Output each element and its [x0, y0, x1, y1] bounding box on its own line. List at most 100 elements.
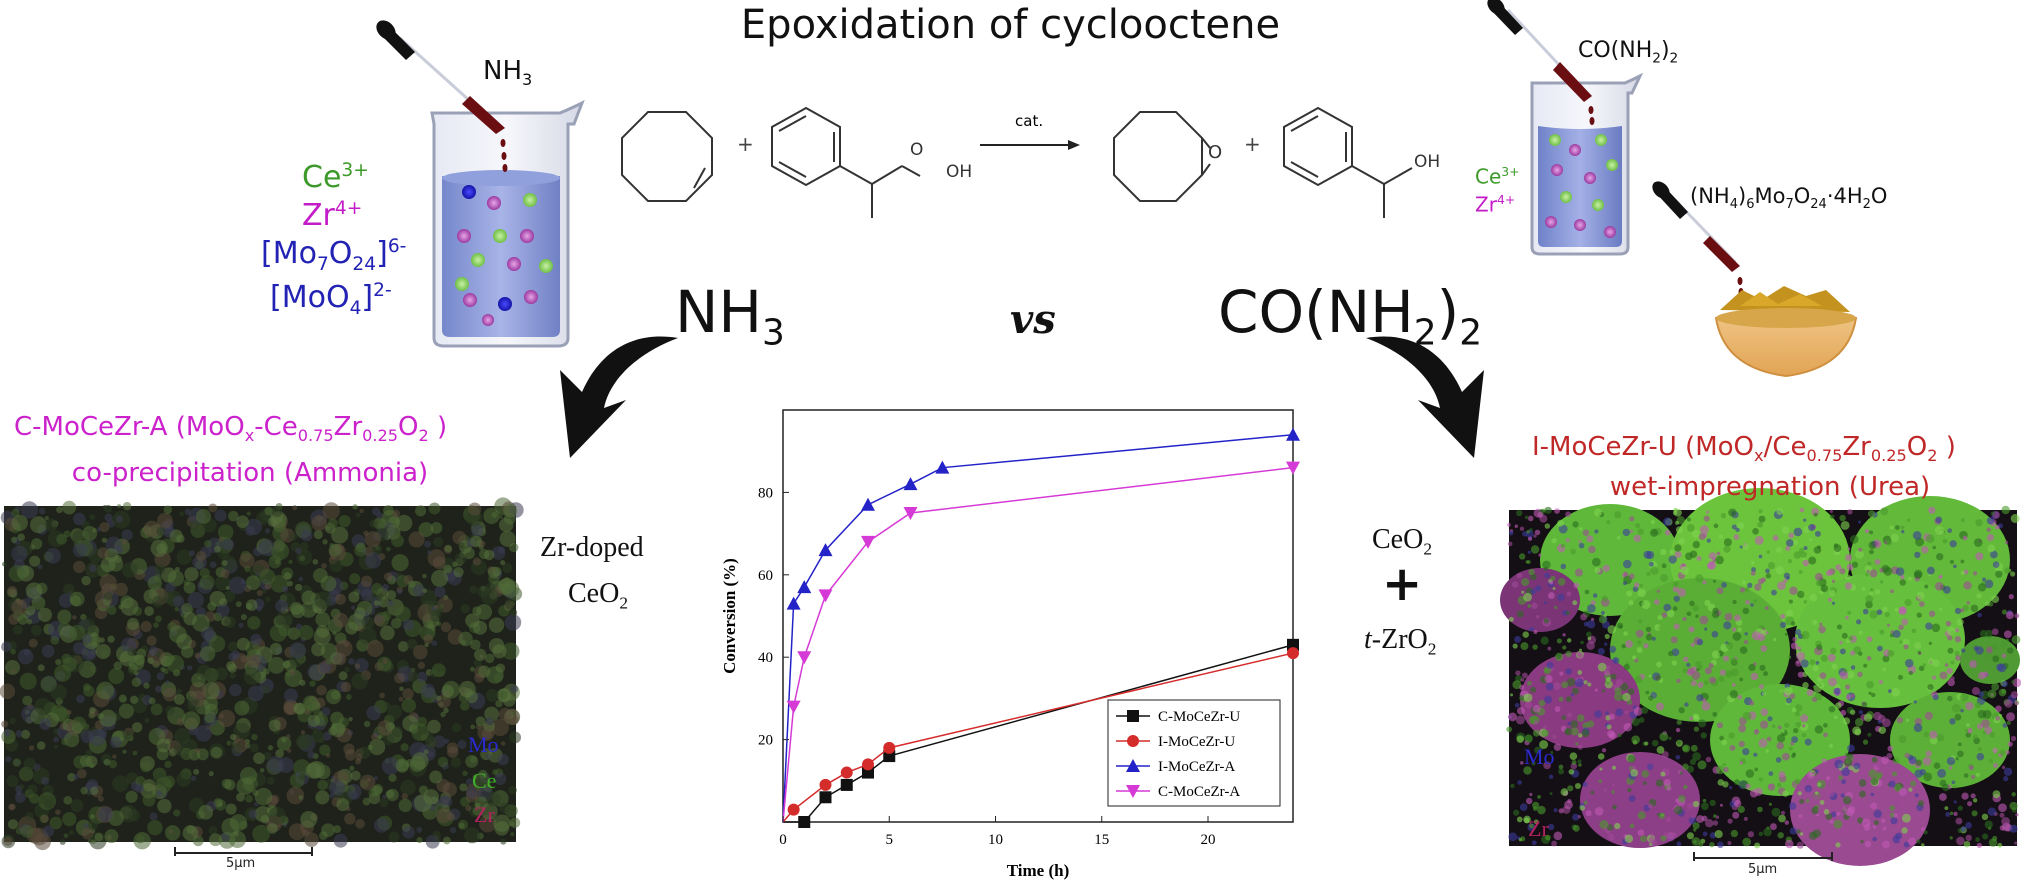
data-point — [840, 778, 853, 791]
data-point — [787, 803, 800, 816]
left-legend-mo: Mo — [468, 732, 499, 757]
data-point — [798, 816, 811, 828]
data-point — [1287, 638, 1299, 651]
y-tick-label: 80 — [758, 485, 773, 501]
data-point — [818, 543, 833, 557]
urea-route-label: CO(NH2)2 — [1218, 278, 1483, 354]
right-phase-line1: CeO2 — [1372, 524, 1433, 559]
series-I-MoCeZr-A — [782, 427, 1300, 823]
series-I-MoCeZr-U — [782, 647, 1299, 823]
data-point — [861, 497, 875, 511]
data-point — [1286, 461, 1300, 475]
y-tick-label: 60 — [758, 568, 773, 584]
data-point — [883, 741, 896, 754]
y-axis-label: Conversion (%) — [720, 558, 739, 674]
right-material-name: I-MoCeZr-U (MoOx/Ce0.75Zr0.25O2 ) — [1532, 432, 1956, 466]
legend-marker — [1127, 710, 1139, 722]
right-legend-mo: Mo — [1524, 744, 1555, 769]
right-elemental-map — [1500, 488, 2021, 866]
left-material-name: C-MoCeZr-A (MoOx-Ce0.75Zr0.25O2 ) — [14, 412, 448, 446]
series-C-MoCeZr-U — [783, 638, 1299, 828]
left-method: co-precipitation (Ammonia) — [71, 458, 429, 488]
phenyl-alcohol-ring — [1283, 106, 1353, 187]
data-point — [883, 750, 896, 763]
right-scale-label: 5μm — [1748, 862, 1778, 877]
x-tick-label: 10 — [988, 832, 1003, 848]
left-curved-arrow — [560, 336, 678, 458]
data-point — [786, 596, 801, 610]
legend-label: C-MoCeZr-A — [1158, 784, 1240, 800]
right-dropper — [1487, 0, 1595, 125]
cumene-hydroperoxide-ring — [771, 106, 841, 187]
plus-sign-1: + — [737, 132, 754, 156]
catalyst-label: cat. — [1015, 112, 1044, 130]
left-legend-zr: Zr — [474, 802, 495, 827]
data-point — [1286, 427, 1300, 441]
plus-sign-2: + — [1244, 132, 1261, 156]
series-C-MoCeZr-A — [782, 461, 1300, 823]
right-legend-zr: Zr — [1528, 816, 1549, 841]
legend-marker — [1127, 735, 1139, 747]
ammonia-route-label: NH3 — [675, 278, 785, 354]
page-title: Epoxidation of cyclooctene — [740, 2, 1281, 48]
right-ce-label: Ce3+ — [1475, 164, 1520, 189]
molybdate-label: [MoO4]2- — [270, 280, 392, 319]
x-tick-label: 5 — [886, 832, 894, 848]
legend-marker — [1126, 785, 1140, 798]
reaction-scheme — [621, 106, 1413, 218]
alcohol-group: OH — [1414, 152, 1441, 172]
left-phase-line1: Zr-doped — [540, 532, 644, 563]
data-point — [819, 791, 832, 804]
zr-ion-label: Zr4+ — [302, 198, 363, 233]
left-legend-ce: Ce — [472, 768, 497, 793]
right-zr-label: Zr4+ — [1475, 192, 1516, 217]
data-point — [862, 758, 874, 771]
left-scale-label: 5μm — [226, 856, 256, 871]
data-point — [840, 766, 853, 779]
left-beaker — [430, 99, 585, 348]
right-curved-arrow — [1366, 336, 1484, 458]
mo-salt-dropper — [1652, 181, 1744, 296]
data-point — [797, 580, 812, 594]
ion-particles — [455, 185, 553, 326]
y-tick-label: 40 — [758, 650, 773, 666]
right-method: wet-impregnation (Urea) — [1609, 472, 1931, 502]
epoxide-oxygen: O — [1208, 142, 1223, 163]
right-phase-line2: t-ZrO2 — [1364, 624, 1437, 659]
data-point — [903, 507, 918, 520]
right-reagent-label: CO(NH2)2 — [1578, 38, 1679, 67]
data-point — [861, 535, 875, 549]
y-tick-label: 20 — [758, 733, 773, 749]
left-reagent-label: NH3 — [483, 56, 533, 90]
conversion-chart: 0 5 10 15 20 20 40 60 80 Time (h) Conversion (%)… — [720, 409, 1300, 880]
ce-ion-label: Ce3+ — [302, 160, 369, 195]
vs-label: vs — [1010, 296, 1056, 343]
data-point — [786, 700, 801, 714]
legend-label: I-MoCeZr-U — [1158, 734, 1235, 750]
left-dropper — [376, 20, 508, 172]
data-point — [862, 766, 874, 779]
left-phase-line2: CeO2 — [568, 578, 629, 613]
legend-label: C-MoCeZr-U — [1158, 709, 1240, 725]
x-tick-label: 20 — [1201, 832, 1216, 848]
impregnation-bowl — [1714, 286, 1858, 378]
cyclooctene-oxide — [1113, 111, 1203, 202]
legend-marker — [1126, 759, 1140, 772]
legend-label: I-MoCeZr-A — [1158, 759, 1235, 775]
mo-salt-label: (NH4)6Mo7O24·4H2O — [1690, 184, 1888, 213]
right-beaker — [1530, 72, 1644, 256]
data-point — [819, 778, 832, 791]
x-axis-label: Time (h) — [1007, 861, 1070, 880]
cyclooctene — [621, 111, 713, 202]
right-phase-plus: + — [1382, 556, 1423, 612]
x-tick-label: 0 — [779, 832, 787, 848]
data-point — [1287, 647, 1299, 660]
data-point — [935, 460, 950, 474]
data-point — [903, 477, 918, 491]
data-point — [797, 651, 812, 665]
heptamolybdate-label: [Mo7O24]6- — [261, 236, 407, 275]
chart-legend: C-MoCeZr-U I-MoCeZr-U I-MoCeZr-A C-MoCeZr-A — [1107, 699, 1281, 807]
x-tick-label: 15 — [1094, 832, 1109, 848]
data-point — [818, 589, 833, 603]
